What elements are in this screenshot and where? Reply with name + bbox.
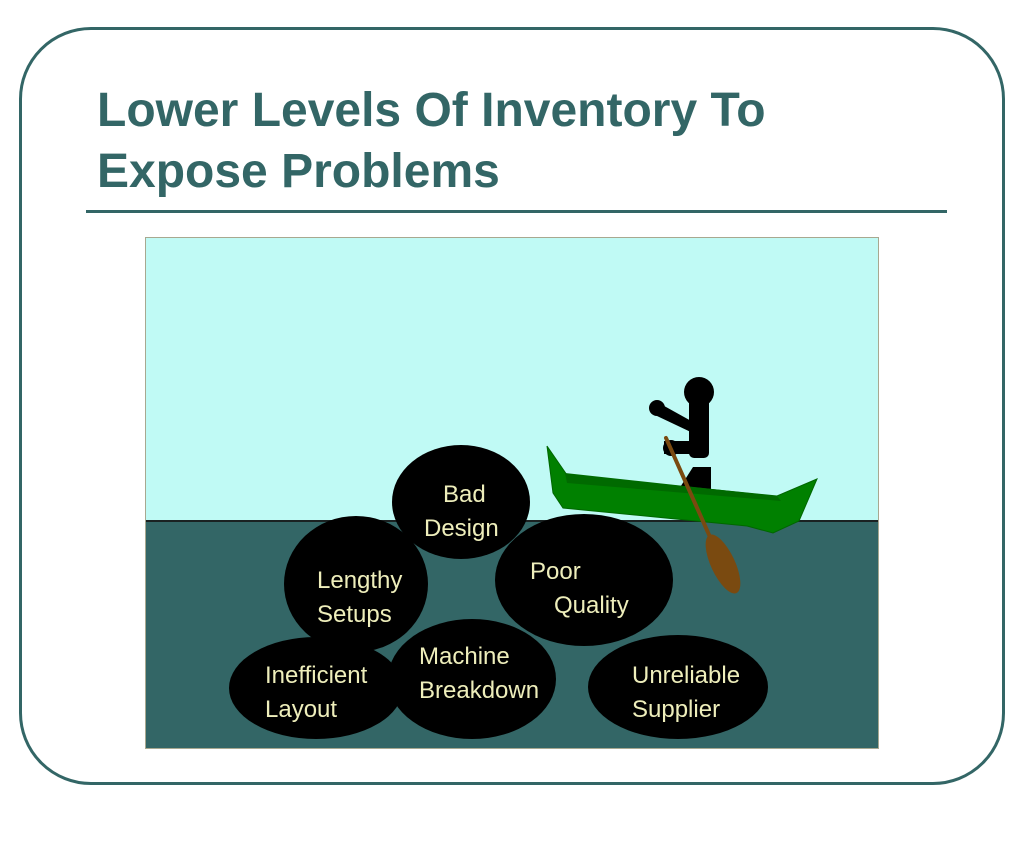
slide-title: Lower Levels Of Inventory To Expose Prob… <box>97 80 977 202</box>
rock-shape <box>388 619 556 739</box>
rock-label-line: Breakdown <box>419 677 539 704</box>
title-line-2: Expose Problems <box>97 145 500 198</box>
rock-label-line: Design <box>424 515 499 542</box>
rock-unreliable-supplier: Unreliable Supplier <box>588 635 768 739</box>
rock-shape <box>229 637 403 739</box>
rock-shape <box>284 516 428 652</box>
rock-shape <box>392 445 530 559</box>
paddle-icon <box>664 436 741 594</box>
rock-label-line: Machine <box>419 643 510 670</box>
rock-machine-breakdown: Machine Breakdown <box>388 619 556 739</box>
rock-shape <box>495 514 673 646</box>
rock-label-line: Bad <box>443 481 486 508</box>
inventory-diagram-svg: Bad Design Lengthy Setups Poor Quality M… <box>145 237 879 749</box>
rock-bad-design: Bad Design <box>392 445 530 559</box>
rock-label-line: Setups <box>317 601 392 628</box>
rock-inefficient-layout: Inefficient Layout <box>229 637 403 739</box>
rock-label-line: Supplier <box>632 696 720 723</box>
rock-label-line: Quality <box>554 592 629 619</box>
rock-label-line: Poor <box>530 558 581 585</box>
rock-label-line: Unreliable <box>632 662 740 689</box>
rock-label-line: Layout <box>265 696 337 723</box>
rock-label-line: Inefficient <box>265 662 368 689</box>
rock-poor-quality: Poor Quality <box>495 514 673 646</box>
title-line-1: Lower Levels Of Inventory To <box>97 84 766 137</box>
rock-shape <box>588 635 768 739</box>
rock-lengthy-setups: Lengthy Setups <box>284 516 428 652</box>
rock-label-line: Lengthy <box>317 567 402 594</box>
slide-frame <box>19 27 1005 785</box>
inventory-diagram: Bad Design Lengthy Setups Poor Quality M… <box>145 237 879 749</box>
boat-icon <box>546 445 818 534</box>
title-divider <box>86 210 947 213</box>
